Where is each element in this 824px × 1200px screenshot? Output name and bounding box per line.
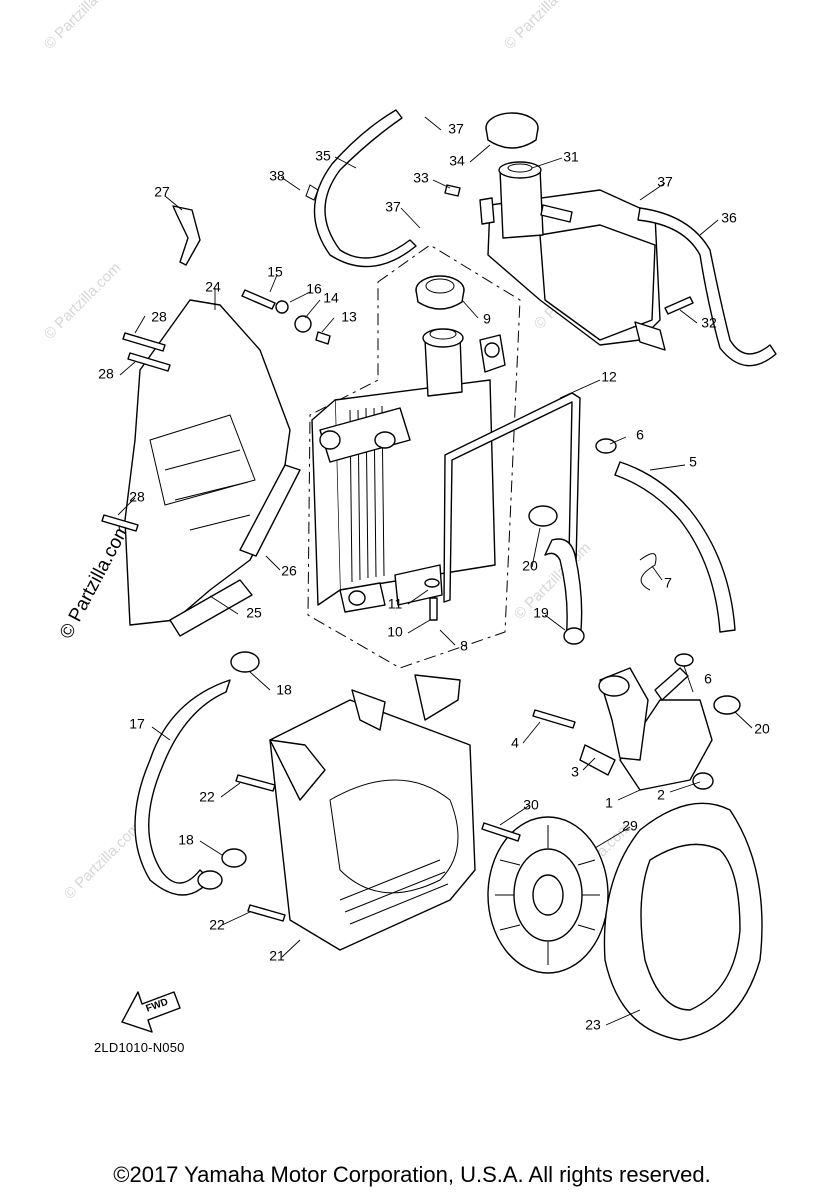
callout-18: 18	[276, 682, 292, 698]
callout-17: 17	[129, 716, 145, 732]
callout-numbers: 1 2 3 4 5 6 6 7 8 9 10 11 12 13 14 15 16…	[98, 121, 770, 1033]
callout-6b: 6	[704, 671, 712, 687]
callout-22: 22	[199, 789, 215, 805]
callout-leaders	[117, 116, 753, 1026]
callout-38: 38	[269, 168, 285, 184]
callout-16: 16	[306, 281, 322, 297]
callout-24: 24	[205, 279, 221, 295]
radiator	[311, 328, 506, 613]
watermark-large: © Partzilla.com	[56, 519, 135, 642]
watermark: © Partzilla.com	[501, 0, 584, 53]
hose-clamps	[221, 184, 741, 868]
callout-25: 25	[246, 605, 262, 621]
callout-35: 35	[315, 148, 331, 164]
callout-5: 5	[689, 454, 697, 470]
callout-36: 36	[721, 210, 737, 226]
reservoir-tank	[479, 161, 666, 351]
callout-18b: 18	[178, 832, 194, 848]
watermark: © Partzilla.com	[61, 819, 144, 902]
callout-32: 32	[701, 315, 717, 331]
callout-37b: 37	[657, 174, 673, 190]
callout-8: 8	[460, 638, 468, 654]
fan-shroud-21	[235, 674, 476, 951]
cover-27	[172, 205, 201, 266]
callout-26: 26	[281, 563, 297, 579]
callout-37: 37	[448, 121, 464, 137]
callout-20b: 20	[754, 721, 770, 737]
callout-27: 27	[154, 184, 170, 200]
callout-14: 14	[323, 290, 339, 306]
callout-4: 4	[511, 735, 519, 751]
forward-arrow: FWD	[121, 991, 181, 1033]
radiator-assembly-boundary	[307, 244, 521, 669]
callout-3: 3	[571, 764, 579, 780]
callout-31: 31	[563, 149, 579, 165]
callout-28: 28	[151, 309, 167, 325]
callout-2: 2	[657, 787, 665, 803]
callout-33: 33	[413, 170, 429, 186]
callout-22b: 22	[209, 917, 225, 933]
watermark: © Partzilla.com	[41, 259, 124, 342]
radiator-hose-17	[134, 679, 231, 896]
callout-28b: 28	[98, 366, 114, 382]
cooling-fan-29	[481, 816, 609, 974]
callout-11: 11	[388, 596, 403, 612]
callout-29: 29	[622, 818, 638, 834]
radiator-seal	[443, 392, 581, 609]
hose-19-end	[563, 627, 585, 645]
callout-34: 34	[449, 153, 465, 169]
breather-hose-35	[313, 109, 417, 268]
callout-9: 9	[483, 311, 491, 327]
sponge-25	[169, 579, 253, 637]
callout-23: 23	[585, 1017, 601, 1033]
callout-7: 7	[664, 575, 672, 591]
copyright-notice: ©2017 Yamaha Motor Corporation, U.S.A. A…	[113, 1162, 711, 1187]
callout-15: 15	[267, 264, 283, 280]
diagram-code: 2LD1010-N050	[94, 1040, 185, 1055]
callout-19: 19	[533, 605, 549, 621]
callout-20: 20	[522, 558, 538, 574]
callout-28c: 28	[129, 489, 145, 505]
radiator-cap	[415, 275, 465, 310]
callout-12: 12	[601, 369, 617, 385]
radiator-shroud-24	[124, 299, 291, 626]
callout-6: 6	[636, 427, 644, 443]
gasket-23	[603, 802, 763, 1041]
callout-13: 13	[341, 309, 357, 325]
reservoir-cap	[485, 112, 539, 149]
callout-37c: 37	[385, 199, 401, 215]
hose-17-end	[197, 870, 223, 890]
callout-1: 1	[605, 795, 613, 811]
overflow-hose-36	[637, 207, 777, 367]
sponge-26	[239, 464, 301, 557]
water-pump	[532, 667, 714, 791]
callout-21: 21	[269, 948, 285, 964]
watermark: © Partzilla.com	[41, 0, 124, 53]
shroud-fins	[149, 414, 256, 531]
callout-30: 30	[523, 797, 539, 813]
radiator-hose-5	[614, 461, 736, 633]
callout-10: 10	[387, 624, 403, 640]
